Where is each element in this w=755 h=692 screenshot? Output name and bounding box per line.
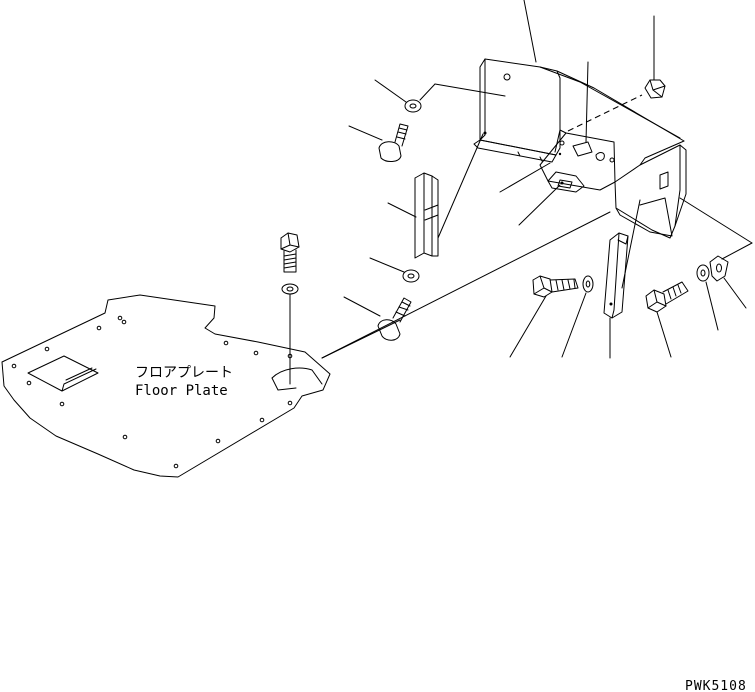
leader-bolt-lower-middle: [343, 296, 381, 317]
washer-lower-middle: [402, 269, 420, 283]
assembly-line-rail-right: [621, 199, 641, 289]
assembly-line-rail-to-bracket: [437, 133, 484, 239]
assembly-line-lower: [321, 319, 401, 359]
leader-washer-upper: [374, 79, 407, 103]
leader-bracket-flange: [499, 162, 551, 193]
bolt-right-a: [532, 275, 579, 298]
leader-slot-piece: [518, 184, 561, 226]
floor-plate-label-jp: フロアプレート: [135, 365, 233, 381]
bolt-upper-left: [280, 232, 300, 273]
leader-bracket-base: [585, 61, 589, 143]
leader-guide-rail-left: [387, 202, 417, 218]
assembly-line-washer-to-bracket-b: [434, 83, 506, 97]
nut-top-right: [644, 79, 666, 99]
leader-bolt-right-b: [656, 311, 672, 358]
washer-upper: [404, 99, 422, 113]
main-bracket: [473, 58, 687, 239]
leader-plate-washer: [723, 277, 747, 309]
leader-bolt-right-a: [509, 295, 547, 358]
leader-washer-lower-middle: [369, 257, 405, 273]
leader-washer-right-b: [705, 281, 719, 331]
bolt-upper-diagonal: [378, 123, 409, 162]
leader-top-bar: [523, 0, 537, 63]
leader-lockwasher-right-a: [561, 292, 587, 358]
bolt-lower-middle: [377, 297, 412, 341]
assembly-line-far-right-a: [679, 197, 753, 244]
assembly-line-far-right-b: [721, 242, 753, 260]
washer-upper-left: [281, 283, 299, 295]
assembly-line-main: [321, 211, 611, 359]
plate-washer-far-right: [709, 255, 729, 282]
hidden-line-bolt-axis: [567, 94, 643, 132]
drawing-code: PWK5108: [685, 679, 747, 692]
bolt-right-b: [645, 281, 689, 313]
guide-rail-right: [603, 232, 629, 319]
floor-plate: フロアプレート Floor Plate: [1, 294, 331, 478]
guide-rail-left: [414, 172, 439, 259]
leader-bolt-upper-diagonal: [348, 125, 383, 141]
washer-right-b: [696, 264, 710, 282]
floor-plate-holes: [11, 315, 293, 469]
lockwasher-right-a: [582, 275, 594, 293]
floor-plate-label-en: Floor Plate: [135, 383, 228, 399]
assembly-line-washer-to-bracket: [419, 83, 436, 101]
